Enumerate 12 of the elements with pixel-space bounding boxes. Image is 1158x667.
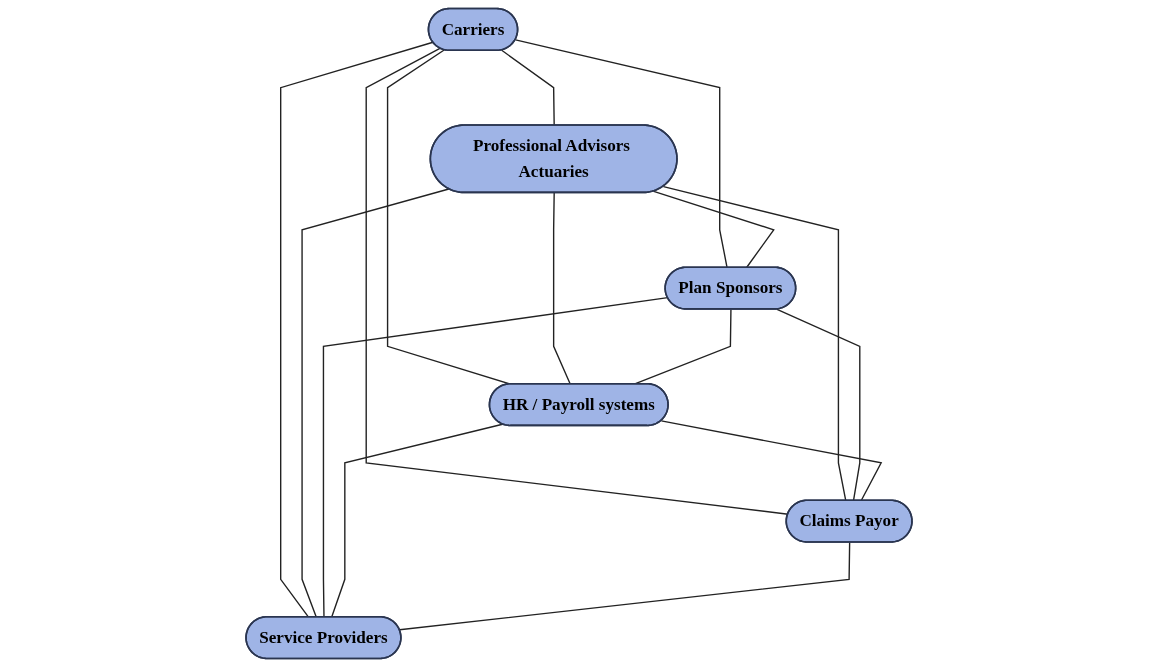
connector: [662, 185, 847, 502]
connector: [398, 541, 851, 631]
connector: [552, 192, 571, 385]
connector: [280, 41, 434, 618]
connector: [322, 296, 669, 618]
connector: [653, 190, 775, 269]
connector: [776, 308, 861, 502]
connector: [660, 420, 883, 502]
connector: [330, 423, 504, 618]
connector: [501, 49, 555, 127]
connector: [514, 39, 728, 269]
connector: [301, 188, 450, 618]
